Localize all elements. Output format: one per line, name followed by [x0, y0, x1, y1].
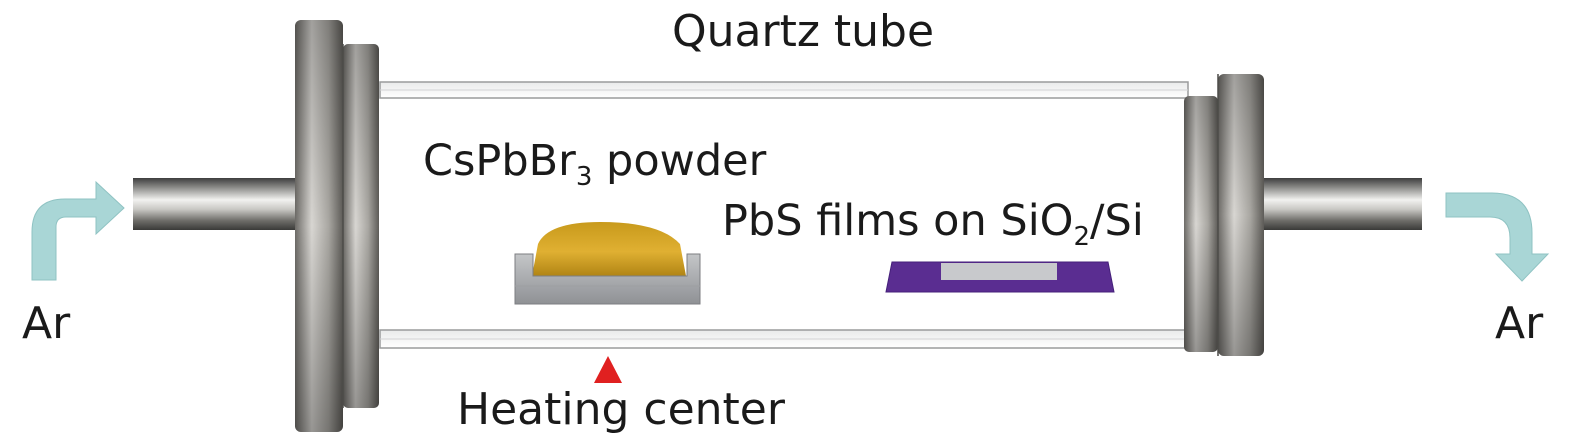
substrate-label-suffix: /Si — [1090, 196, 1144, 246]
quartz-tube-label: Quartz tube — [672, 6, 935, 57]
substrate — [885, 261, 1115, 293]
outlet-arrow-icon — [1445, 192, 1550, 282]
inlet-arrow-icon — [31, 180, 125, 281]
quartz-tube — [379, 81, 1189, 352]
powder-label-prefix: CsPbBr — [423, 136, 576, 186]
outlet-pipe — [1264, 178, 1422, 230]
substrate-label-subscript: 2 — [1073, 222, 1091, 252]
powder-boat — [514, 222, 701, 305]
inlet-pipe — [133, 178, 295, 230]
pbs-film — [941, 263, 1057, 280]
substrate-label: PbS films on SiO2/Si — [722, 200, 1144, 251]
gas-inlet-label: Ar — [22, 298, 71, 349]
gas-outlet-label: Ar — [1495, 298, 1544, 349]
left-flange — [295, 20, 379, 432]
powder-label-subscript: 3 — [575, 162, 593, 192]
heating-center-marker-icon — [594, 356, 622, 383]
powder-label-suffix: powder — [592, 136, 767, 186]
powder-label: CsPbBr3 powder — [423, 140, 766, 191]
substrate-label-prefix: PbS films on SiO — [722, 196, 1074, 246]
powder-mound — [532, 222, 686, 276]
heating-center-label: Heating center — [457, 384, 785, 435]
right-flange — [1184, 74, 1264, 356]
